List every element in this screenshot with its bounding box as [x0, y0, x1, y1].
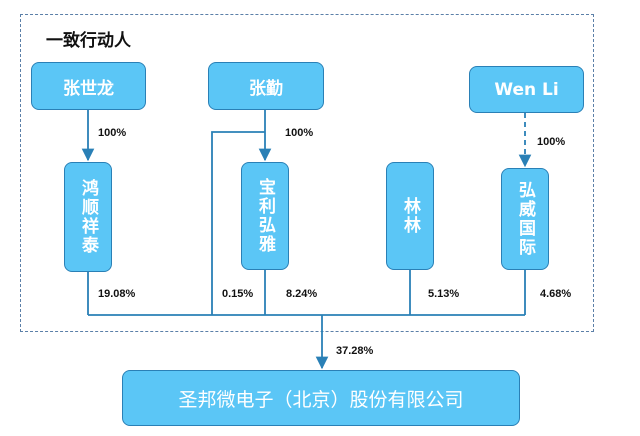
- pct-zsl-to-hongshun: 100%: [98, 127, 127, 139]
- group-title: 一致行动人: [46, 31, 131, 51]
- pct-linlin: 5.13%: [428, 288, 460, 300]
- pct-hongshun: 19.08%: [98, 288, 136, 300]
- node-linlin: 林林: [386, 162, 434, 270]
- node-hongshun-xiangtai: 鸿顺祥泰: [64, 162, 112, 272]
- pct-total: 37.28%: [336, 345, 374, 357]
- node-wen-li: Wen Li: [469, 66, 584, 113]
- pct-baoli: 8.24%: [286, 288, 318, 300]
- concerted-action-group-frame: [20, 14, 594, 332]
- node-hongwei-international: 弘威国际: [501, 168, 549, 270]
- pct-zq-to-baoli: 100%: [285, 127, 314, 139]
- pct-hongwei: 4.68%: [540, 288, 572, 300]
- node-baoli-hongya: 宝利弘雅: [241, 162, 289, 270]
- node-zhang-qin: 张勤: [208, 62, 324, 110]
- node-company: 圣邦微电子（北京）股份有限公司: [122, 370, 520, 426]
- node-zhang-shilong: 张世龙: [31, 62, 146, 110]
- line-zq-direct: [211, 131, 265, 315]
- pct-wenli-to-hongwei: 100%: [537, 136, 566, 148]
- pct-zq-direct: 0.15%: [222, 288, 254, 300]
